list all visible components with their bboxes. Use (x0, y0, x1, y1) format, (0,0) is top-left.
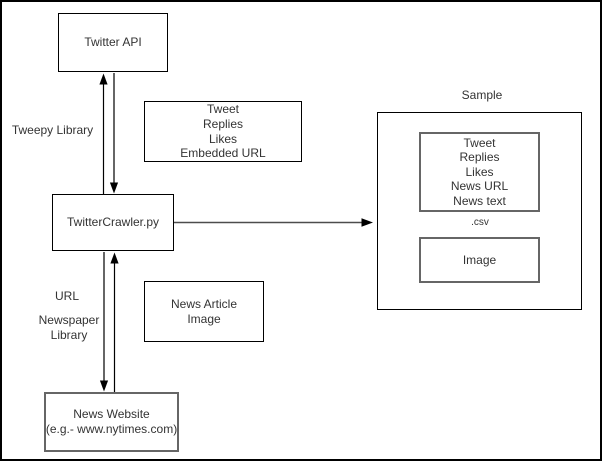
node-twitter-api: Twitter API (58, 13, 168, 72)
edge-label-newspaper-library: Newspaper Library (28, 313, 110, 343)
edge-label-tweepy-library: Tweepy Library (11, 123, 94, 137)
newspaper-label-line: Newspaper (38, 313, 100, 327)
news-website-line: News Website (73, 407, 150, 421)
edge-label-url: URL (54, 289, 79, 303)
tweet-attr-line: Embedded URL (180, 146, 266, 161)
arrowhead-up-api (99, 73, 108, 85)
arrowhead-down-crawler (109, 182, 119, 194)
arrowhead-down-website (99, 380, 109, 392)
newspaper-label-line: Library (50, 328, 88, 342)
tweet-attr-line: Replies (202, 116, 244, 131)
news-website-line: (e.g.- www.nytimes.com) (45, 422, 178, 436)
sample-field-line: News text (453, 193, 506, 208)
sample-field-line: Replies (459, 150, 500, 165)
tweet-attr-line: Tweet (206, 102, 239, 117)
node-sample-csv-fields: Tweet Replies Likes News URL News text (419, 132, 540, 212)
sample-field-line: Tweet (463, 135, 496, 150)
node-news-article: News Article Image (144, 281, 264, 342)
image-box-label: Image (462, 252, 497, 267)
node-tweet-attributes: Tweet Replies Likes Embedded URL (144, 101, 302, 162)
sample-field-line: Likes (465, 164, 494, 179)
sample-group-title: Sample (461, 88, 503, 102)
arrowhead-right-sample (361, 218, 373, 227)
sample-field-line: News URL (450, 179, 509, 194)
arrowhead-up-crawler (110, 252, 119, 264)
node-twitter-crawler: TwitterCrawler.py (52, 194, 174, 251)
news-article-line: Image (187, 311, 221, 326)
csv-file-label: .csv (471, 217, 489, 228)
node-news-website: News Website (e.g.- www.nytimes.com) (44, 392, 179, 452)
tweet-attr-line: Likes (208, 131, 237, 146)
node-sample-image: Image (419, 237, 540, 283)
twitter-api-label: Twitter API (84, 35, 142, 49)
twitter-crawler-label: TwitterCrawler.py (66, 215, 160, 229)
news-article-line: News Article (170, 296, 238, 311)
